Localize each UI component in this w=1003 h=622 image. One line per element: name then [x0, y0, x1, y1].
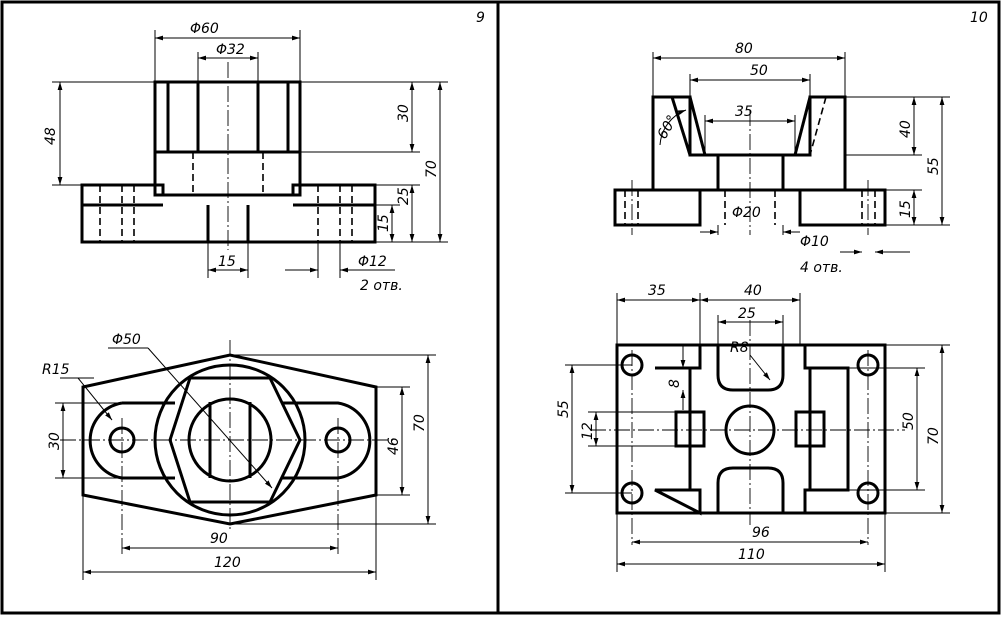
- dim-120: 120: [214, 555, 241, 571]
- dim-15-horizontal: 15: [218, 254, 236, 270]
- sheet9-front-view: Φ60 Φ32 48 30 70 25 15: [43, 21, 448, 294]
- note-4-holes: 4 отв.: [800, 260, 843, 276]
- dim-50-top: 50: [901, 412, 917, 430]
- dim-80: 80: [735, 41, 753, 57]
- dim-25: 25: [396, 187, 412, 205]
- dim-70-top: 70: [412, 414, 428, 432]
- dim-40: 40: [898, 120, 914, 138]
- sheet10-front-view: 80 50 35 60° 40 55 15: [613, 41, 950, 276]
- dim-12: 12: [580, 422, 596, 440]
- dim-r15: R15: [42, 362, 70, 378]
- dim-70: 70: [424, 160, 440, 178]
- dim-r8: R8: [730, 340, 749, 356]
- dim-30: 30: [396, 104, 412, 122]
- sheet-number-10: 10: [970, 10, 988, 26]
- dim-110: 110: [738, 547, 765, 563]
- dim-phi32: Φ32: [216, 42, 245, 58]
- sheet9-top-view: 35 Φ50 R15 30 46 70 90: [42, 332, 436, 580]
- dim-phi12: Φ12: [358, 254, 387, 270]
- dim-50: 50: [750, 63, 768, 79]
- sheet10-top-view: 35 40 25 R8 8 55 12: [556, 283, 950, 572]
- sheet-10: 10 80: [556, 10, 988, 572]
- dim-55-top: 55: [556, 400, 572, 418]
- dim-90: 90: [210, 531, 228, 547]
- dim-phi50-label: Φ50: [112, 332, 141, 348]
- dim-70-s10: 70: [926, 427, 942, 445]
- dim-48: 48: [43, 127, 59, 145]
- dim-15-s10: 15: [898, 200, 914, 218]
- dim-40-top: 40: [744, 283, 762, 299]
- dim-8: 8: [667, 379, 683, 388]
- sheet-number-9: 9: [476, 10, 485, 26]
- dim-phi60: Φ60: [190, 21, 219, 37]
- sheet-9: 9: [42, 10, 485, 580]
- dim-46: 46: [386, 437, 402, 455]
- dim-96: 96: [752, 525, 770, 541]
- dim-25-top: 25: [738, 306, 756, 322]
- dim-15-vertical: 15: [376, 214, 392, 232]
- dim-phi20: Φ20: [732, 205, 761, 221]
- dim-30-top: 30: [47, 432, 63, 450]
- note-2-holes: 2 отв.: [360, 278, 403, 294]
- dim-35-top: 35: [648, 283, 666, 299]
- dim-35: 35: [735, 104, 753, 120]
- dim-phi10: Φ10: [800, 234, 829, 250]
- dim-55: 55: [926, 157, 942, 175]
